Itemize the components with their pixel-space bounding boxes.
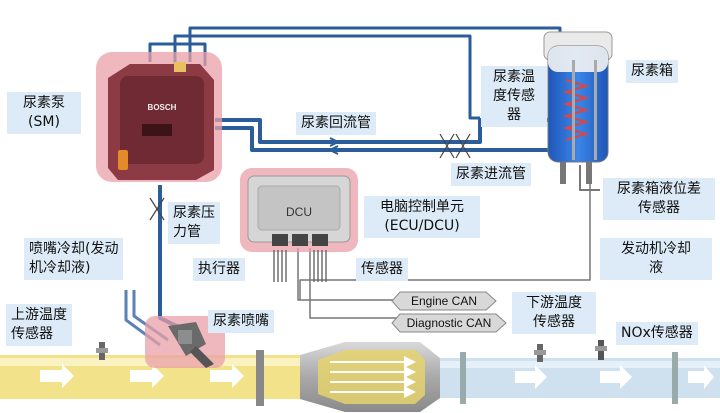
label-pressure-line1: 尿素压 [173,205,215,221]
pump-connector [118,150,128,170]
diagnostic-can-tag [391,313,507,333]
label-ecu-line1: 电脑控制单元 [380,199,464,215]
line-can-wire-2 [309,248,400,319]
line-top-supply [188,26,562,62]
label-pressure-line2: 力管 [173,224,201,240]
actuator-wires [273,250,287,282]
engine-can-tag [391,291,497,311]
dcu-text: DCU [286,205,312,219]
line-filter-1 [439,133,471,159]
label-actuator: 执行器 [193,258,245,281]
engine-can-label: Engine CAN [411,294,477,308]
label-engine-coolant: 发动机冷却 液 [600,238,712,280]
upstream-temp-probe [96,342,108,360]
label-pump-line1: 尿素泵 [23,95,65,111]
catalyst-substrate [318,350,425,404]
can-bus: Engine CAN Diagnostic CAN [391,291,507,333]
line-sensor-wire [299,165,591,300]
label-upstream-temp: 上游温度 传感器 [6,304,72,346]
diagnostic-can-label: Diagnostic CAN [407,316,492,330]
label-tank-level-line2: 传感器 [638,200,680,216]
label-nozzle-cooling-line2: 机冷却液) [29,260,91,276]
sensor-wires [313,250,327,282]
label-nozzle-cooling-line1: 喷嘴冷却(发动 [29,241,119,257]
pump-body: BOSCH [108,62,214,180]
label-ecu-line2: (ECU/DCU) [384,218,460,234]
label-temp-sensor-line1: 尿素温 [493,69,535,85]
label-return-line: 尿素回流管 [296,112,376,135]
pump-brand-text: BOSCH [148,103,177,112]
label-injector: 尿素喷嘴 [208,310,274,333]
downstream-temp-probe [534,344,546,362]
injector-body [168,322,214,368]
line-supply [215,126,560,152]
label-pressure-line: 尿素压 力管 [168,202,220,244]
exhaust-pipe [0,342,720,412]
label-temp-sensor-line2: 度传感 [493,88,535,104]
urea-tank [543,31,613,184]
pipe-highlight-downstream [430,361,720,368]
pipe-flange-2 [460,352,466,404]
label-ecu: 电脑控制单元 (ECU/DCU) [364,196,480,238]
nox-probe [595,340,607,360]
exhaust-flow-arrows [40,364,714,389]
line-top-return [173,34,480,120]
line-tank-coolant [579,165,600,191]
label-tank-level-sensor: 尿素箱液位差 传感器 [603,178,715,220]
label-temp-sensor-line3: 器 [507,107,521,123]
label-nozzle-cooling: 喷嘴冷却(发动 机冷却液) [24,238,124,280]
label-upstream-temp-line2: 传感器 [11,326,53,342]
label-engine-coolant-line1: 发动机冷却 [621,241,691,257]
label-sensor: 传感器 [356,258,408,281]
label-temp-sensor: 尿素温 度传感 器 [481,66,547,127]
dcu-body: DCU [247,175,351,246]
line-arrows [327,137,341,155]
label-upstream-temp-line1: 上游温度 [11,307,67,323]
label-downstream-temp-line2: 传感器 [533,314,575,330]
pipe-flange-1 [256,350,264,406]
label-nox-sensor: NOx传感器 [616,322,698,345]
label-tank-level-line1: 尿素箱液位差 [617,181,701,197]
label-pump: 尿素泵 (SM) [7,92,81,134]
line-can-wire-1 [297,248,400,301]
label-supply-line: 尿素进流管 [451,163,531,186]
label-pump-line2: (SM) [28,114,60,130]
line-filter-2 [149,197,165,221]
label-downstream-temp-line1: 下游温度 [526,295,582,311]
pipe-flange-3 [672,352,678,404]
label-downstream-temp: 下游温度 传感器 [512,292,596,334]
label-tank: 尿素箱 [626,60,678,83]
catalyst-flow-lines [330,356,416,398]
label-engine-coolant-line2: 液 [649,260,663,276]
